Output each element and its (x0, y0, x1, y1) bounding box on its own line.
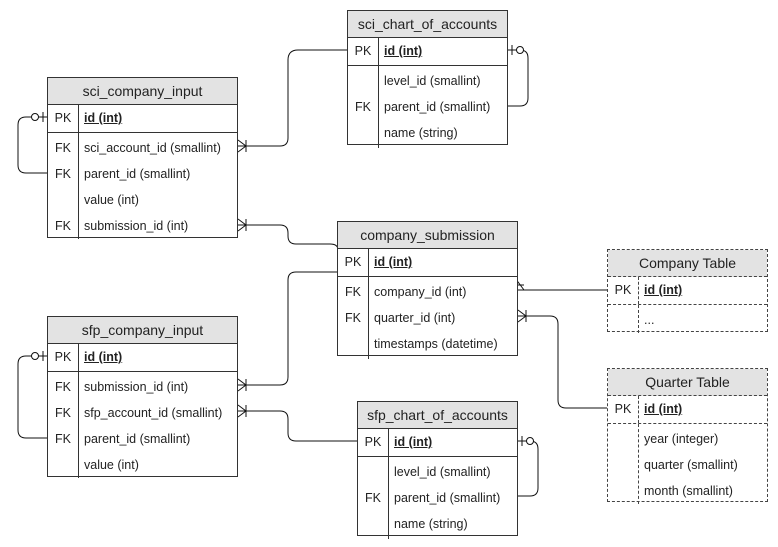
field-row: FK submission_id (int) (48, 374, 237, 400)
field-label: id (int) (384, 44, 423, 58)
field-label: id (int) (374, 255, 413, 269)
entity-title: Quarter Table (608, 369, 767, 396)
field-row: timestamps (datetime) (338, 331, 517, 357)
entity-title: company_submission (338, 222, 517, 249)
field-row: value (int) (48, 187, 237, 213)
entity-company-submission[interactable]: company_submission PK id (int) FK compan… (337, 221, 518, 359)
field-row: FK sci_account_id (smallint) (48, 135, 237, 161)
entity-sfp-company-input[interactable]: sfp_company_input PK id (int) FK submiss… (47, 316, 238, 478)
field-label: id (int) (84, 350, 123, 364)
pk-row: PK id (int) (348, 38, 507, 64)
key-label: FK (365, 491, 381, 505)
key-label: FK (345, 285, 361, 299)
field-label: timestamps (datetime) (374, 337, 498, 351)
field-label: quarter (smallint) (644, 458, 738, 472)
field-label: submission_id (int) (84, 219, 189, 233)
link-company (511, 281, 608, 291)
entity-quarter-table[interactable]: Quarter Table PK id (int) year (integer)… (607, 368, 768, 504)
field-label: value (int) (84, 458, 139, 472)
field-label: level_id (smallint) (384, 74, 481, 88)
field-row: month (smallint) (608, 478, 767, 504)
link-sfp-submission (237, 271, 338, 392)
field-label: sfp_account_id (smallint) (84, 406, 223, 420)
field-label: year (integer) (644, 432, 719, 446)
link-quarter (517, 309, 608, 409)
field-row: FK sfp_account_id (smallint) (48, 400, 237, 426)
key-label: PK (54, 350, 72, 364)
field-row: quarter (smallint) (608, 452, 767, 478)
field-label: sci_account_id (smallint) (84, 141, 221, 155)
field-label: month (smallint) (644, 484, 733, 498)
field-row: FK company_id (int) (338, 279, 517, 305)
pk-row: PK id (int) (48, 344, 237, 370)
field-label: level_id (smallint) (394, 465, 491, 479)
field-label: id (int) (644, 402, 683, 416)
field-row: name (string) (348, 120, 507, 146)
link-sci-input-parent (17, 112, 48, 174)
key-label: FK (55, 141, 71, 155)
field-row: level_id (smallint) (358, 459, 517, 485)
field-row: FK parent_id (smallint) (358, 485, 517, 511)
key-label: PK (614, 283, 632, 297)
key-label: PK (354, 44, 372, 58)
key-label: FK (345, 311, 361, 325)
pk-row: PK id (int) (338, 249, 517, 275)
field-row: value (int) (48, 452, 237, 478)
entity-title: sci_chart_of_accounts (348, 11, 507, 38)
field-label: id (int) (644, 283, 683, 297)
pk-row: PK id (int) (608, 277, 767, 303)
entity-title: sfp_company_input (48, 317, 237, 344)
key-label: FK (55, 432, 71, 446)
entity-company-table[interactable]: Company Table PK id (int) ... (607, 249, 768, 333)
field-label: parent_id (smallint) (384, 100, 491, 114)
link-sfp-account (237, 404, 358, 442)
field-label: submission_id (int) (84, 380, 189, 394)
link-sci-submission (237, 218, 339, 262)
field-label: id (int) (84, 111, 123, 125)
field-label: parent_id (smallint) (84, 167, 191, 181)
key-label: FK (55, 219, 71, 233)
field-row: name (string) (358, 511, 517, 537)
key-label: FK (55, 380, 71, 394)
key-label: PK (54, 111, 72, 125)
field-row: FK quarter_id (int) (338, 305, 517, 331)
field-row: ... (608, 307, 767, 333)
key-label: PK (364, 435, 382, 449)
field-label: value (int) (84, 193, 139, 207)
field-label: ... (644, 313, 655, 327)
field-label: quarter_id (int) (374, 311, 456, 325)
entity-title: sfp_chart_of_accounts (358, 402, 517, 429)
entity-sfp-chart-of-accounts[interactable]: sfp_chart_of_accounts PK id (int) level_… (357, 401, 518, 539)
pk-row: PK id (int) (48, 105, 237, 131)
field-label: id (int) (394, 435, 433, 449)
link-sci-account (237, 49, 348, 153)
field-row: FK parent_id (smallint) (348, 94, 507, 120)
field-label: parent_id (smallint) (394, 491, 501, 505)
link-sci-chart-parent (508, 45, 529, 107)
key-label: PK (614, 402, 632, 416)
key-label: PK (344, 255, 362, 269)
key-label: FK (55, 406, 71, 420)
field-label: company_id (int) (374, 285, 467, 299)
entity-title: Company Table (608, 250, 767, 277)
key-label: FK (55, 167, 71, 181)
entity-sci-chart-of-accounts[interactable]: sci_chart_of_accounts PK id (int) level_… (347, 10, 508, 148)
entity-sci-company-input[interactable]: sci_company_input PK id (int) FK sci_acc… (47, 77, 238, 239)
key-label: FK (355, 100, 371, 114)
entity-title: sci_company_input (48, 78, 237, 105)
field-label: name (string) (394, 517, 468, 531)
pk-row: PK id (int) (358, 429, 517, 455)
pk-row: PK id (int) (608, 396, 767, 422)
field-label: parent_id (smallint) (84, 432, 191, 446)
field-label: name (string) (384, 126, 458, 140)
link-sfp-chart-parent (518, 436, 539, 497)
field-row: FK submission_id (int) (48, 213, 237, 239)
field-row: year (integer) (608, 426, 767, 452)
link-sfp-input-parent (17, 351, 48, 439)
field-row: level_id (smallint) (348, 68, 507, 94)
field-row: FK parent_id (smallint) (48, 161, 237, 187)
field-row: FK parent_id (smallint) (48, 426, 237, 452)
